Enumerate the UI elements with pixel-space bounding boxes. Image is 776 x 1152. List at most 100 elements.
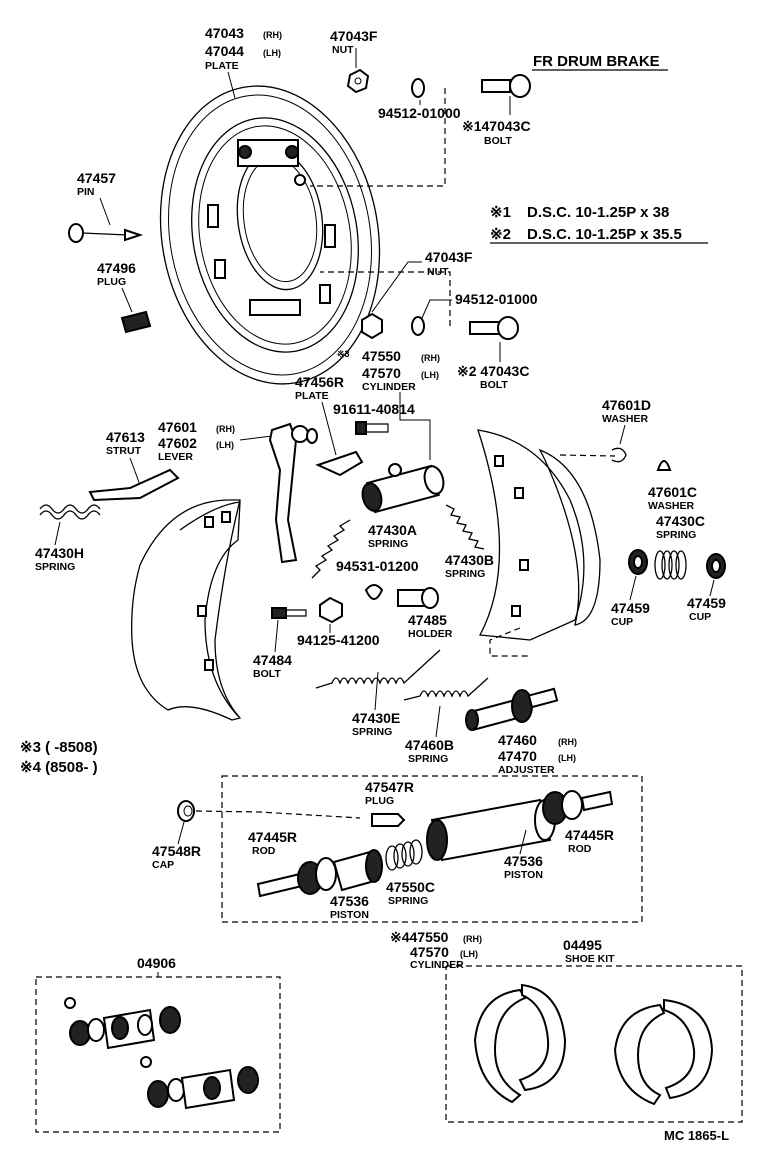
spring-e-name: SPRING	[352, 726, 392, 738]
kit-r-pn: 04495	[563, 937, 602, 953]
pin-part	[68, 223, 144, 243]
cyl2-pn-47570: 47570	[410, 944, 449, 960]
spring-47460b-part	[403, 677, 489, 701]
cylinder-pn-47550: 47550	[362, 348, 401, 364]
clip-pn: 94531-01200	[336, 558, 419, 574]
spring-47550c-part	[385, 839, 423, 871]
lever-part	[268, 422, 298, 564]
plate2-leader	[321, 401, 337, 456]
plate-rh: (RH)	[263, 30, 282, 40]
mid-washer-pn: 94512-01000	[455, 291, 538, 307]
adjuster-part	[465, 687, 559, 732]
mid-washer-leader	[421, 299, 452, 319]
plug-pn: 47496	[97, 260, 136, 276]
plate2-part	[315, 450, 364, 477]
plate2-name: PLATE	[295, 390, 329, 402]
spring-47430h-part	[39, 504, 101, 520]
spring-h-pn: 47430H	[35, 545, 84, 561]
top-nut-name: NUT	[332, 44, 354, 56]
kit-r-box	[445, 965, 743, 1123]
spring-e-leader	[374, 671, 379, 711]
spring-b-name: SPRING	[445, 568, 485, 580]
cylinder-mark: ※3	[337, 349, 350, 359]
spring-60b-leader	[435, 705, 441, 738]
rod-right-part	[542, 790, 614, 825]
plate-leader	[227, 71, 236, 99]
note-2-mark: ※2	[490, 226, 511, 243]
shoe-dash-line	[489, 627, 530, 657]
washer-c-pn: 47601C	[648, 484, 697, 500]
spring-47430a-part	[311, 519, 351, 579]
cylinder-name: CYLINDER	[362, 381, 416, 393]
right-brake-shoe	[477, 429, 601, 641]
spring-h-leader	[54, 521, 61, 546]
lever-pn-47602: 47602	[158, 435, 197, 451]
plug2-pn: 47547R	[365, 779, 414, 795]
note-4: ※4 (8508- )	[20, 759, 98, 776]
top-dash-line	[310, 88, 446, 187]
spring-60b-name: SPRING	[408, 753, 448, 765]
top-bolt-name: BOLT	[484, 135, 512, 147]
backing-plate-drawing	[159, 85, 381, 385]
clip-part	[364, 584, 384, 600]
plate-name: PLATE	[205, 60, 239, 72]
strut-name: STRUT	[106, 445, 142, 457]
rod-l-name: ROD	[252, 845, 276, 857]
lever-name: LEVER	[158, 451, 193, 463]
screw-part	[355, 421, 389, 435]
spring-c-pn: 47430C	[656, 513, 705, 529]
adjuster-lh: (LH)	[558, 753, 576, 763]
adjuster-rh: (RH)	[558, 737, 577, 747]
plug2-part	[371, 813, 406, 827]
adjuster-name: ADJUSTER	[498, 764, 555, 776]
plug-part	[120, 310, 152, 334]
left-brake-shoe	[131, 499, 242, 721]
spring-c-name: SPRING	[656, 529, 696, 541]
cylinder-pn-47570: 47570	[362, 365, 401, 381]
piston-r-leader	[519, 829, 527, 855]
piston-l-name: PISTON	[330, 909, 369, 921]
cap-leader	[177, 821, 185, 845]
kit-r-shoes-right	[613, 998, 714, 1106]
washer-d-part	[611, 447, 627, 463]
cyl2-pn-47550: ※447550	[390, 929, 449, 945]
diagram-code: MC 1865-L	[664, 1128, 729, 1143]
holder-part	[397, 587, 439, 609]
bolt-low-leader	[274, 619, 279, 653]
plug-name: PLUG	[97, 276, 126, 288]
spring-b-pn: 47430B	[445, 552, 494, 568]
spring-50c-name: SPRING	[388, 895, 428, 907]
nut2-pn: 94125-41200	[297, 632, 380, 648]
holder-pn: 47485	[408, 612, 447, 628]
kit-r-shoes-left	[473, 983, 567, 1104]
plate2-pn: 47456R	[295, 374, 344, 390]
spring-a-pn: 47430A	[368, 522, 417, 538]
mid-nut-leader	[371, 261, 422, 313]
plug2-name: PLUG	[365, 795, 394, 807]
cup-r-leader	[709, 579, 715, 597]
top-bolt-pn: ※147043C	[462, 118, 531, 134]
cyl2-lh: (LH)	[460, 949, 478, 959]
spring-e-pn: 47430E	[352, 710, 400, 726]
adjuster-pn-47470: 47470	[498, 748, 537, 764]
washer-d-leader	[619, 424, 626, 445]
lever-pn-47601: 47601	[158, 419, 197, 435]
pin-leader	[99, 197, 111, 226]
lever-lh: (LH)	[216, 440, 234, 450]
kit-r-name: SHOE KIT	[565, 953, 615, 965]
mid-nut-pn: 47043F	[425, 249, 473, 265]
kit-l-cylinder-lower	[140, 1056, 259, 1110]
mid-bolt-name: BOLT	[480, 379, 508, 391]
spring-h-name: SPRING	[35, 561, 75, 573]
plug-leader	[121, 287, 133, 313]
spring-a-name: SPRING	[368, 538, 408, 550]
note-3: ※3 ( -8508)	[20, 739, 98, 756]
note-2-text: D.S.C. 10-1.25P x 35.5	[527, 226, 682, 243]
washer-c-name: WASHER	[648, 500, 695, 512]
spring-60b-pn: 47460B	[405, 737, 454, 753]
rod-r-name: ROD	[568, 843, 592, 855]
pin-pn: 47457	[77, 170, 116, 186]
spring-47430e-part	[315, 649, 441, 689]
plate-pn-47043: 47043	[205, 25, 244, 41]
